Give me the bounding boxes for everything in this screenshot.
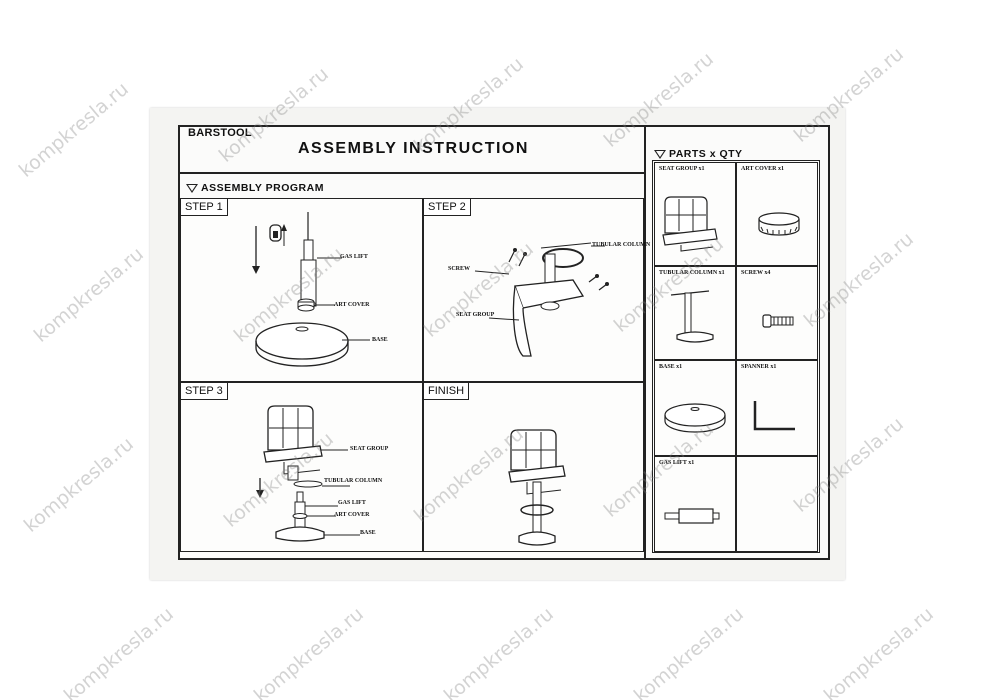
part-label: SPANNER x1 (741, 364, 777, 370)
seat-group-icon (662, 196, 718, 252)
column-divider (644, 125, 646, 560)
gas-lift-icon (664, 508, 720, 524)
part-cell-screw: SCREW x4 (736, 266, 818, 360)
finish-drawing (508, 429, 566, 546)
callout-gas-lift-1: GAS LIFT (340, 254, 368, 260)
part-cell-tubular-column: TUBULAR COLUMN x1 (654, 266, 736, 360)
callout-art-cover-3: ART COVER (334, 512, 370, 518)
watermark: kompkresla.ru (15, 78, 133, 182)
callout-base-1: BASE (372, 337, 388, 343)
watermark: kompkresla.ru (20, 433, 138, 537)
header-divider (178, 172, 644, 174)
step-2-label: STEP 2 (424, 199, 471, 216)
callout-screw-2: SCREW (448, 266, 471, 272)
art-cover-icon (758, 212, 800, 236)
step-2-drawing (474, 242, 609, 357)
screw-icon (762, 314, 794, 328)
part-label: SEAT GROUP x1 (659, 166, 705, 172)
part-label: ART COVER x1 (741, 166, 785, 172)
part-label: BASE x1 (659, 364, 683, 370)
base-icon (664, 403, 726, 433)
watermark: kompkresla.ru (30, 243, 148, 347)
watermark: kompkresla.ru (440, 603, 558, 700)
triangle-icon (654, 149, 666, 159)
watermark: kompkresla.ru (630, 603, 748, 700)
callout-gas-lift-3: GAS LIFT (338, 500, 366, 506)
brand-label: BARSTOOL (188, 127, 252, 139)
step-1-label: STEP 1 (181, 199, 228, 216)
watermark: kompkresla.ru (60, 603, 178, 700)
watermark: kompkresla.ru (250, 603, 368, 700)
callout-base-3: BASE (360, 530, 376, 536)
parts-grid (652, 160, 820, 553)
part-cell-empty (736, 456, 818, 552)
part-cell-seat-group: SEAT GROUP x1 (654, 162, 736, 266)
part-label: SCREW x4 (741, 270, 771, 276)
callout-seat-group-2: SEAT GROUP (456, 312, 495, 318)
assembly-program-heading: ASSEMBLY PROGRAM (186, 182, 324, 194)
part-cell-gas-lift: GAS LIFT x1 (654, 456, 736, 552)
triangle-icon (186, 183, 198, 193)
callout-art-cover-1: ART COVER (334, 302, 370, 308)
part-label: TUBULAR COLUMN x1 (659, 270, 725, 276)
page-title: ASSEMBLY INSTRUCTION (298, 140, 529, 157)
part-cell-art-cover: ART COVER x1 (736, 162, 818, 266)
watermark: kompkresla.ru (820, 603, 938, 700)
step-1-drawing (252, 212, 370, 367)
part-label: GAS LIFT x1 (659, 460, 695, 466)
callout-tubular-column-3: TUBULAR COLUMN (324, 478, 383, 484)
tubular-column-icon (670, 290, 714, 343)
part-cell-spanner: SPANNER x1 (736, 360, 818, 456)
assembly-program-label: ASSEMBLY PROGRAM (201, 182, 324, 194)
finish-label: FINISH (424, 383, 470, 400)
parts-label: PARTS x QTY (669, 148, 743, 160)
callout-seat-group-3: SEAT GROUP (350, 446, 389, 452)
step-3-label: STEP 3 (181, 383, 228, 400)
parts-heading: PARTS x QTY (654, 148, 743, 160)
part-cell-base: BASE x1 (654, 360, 736, 456)
step-3-drawing (256, 405, 360, 542)
spanner-icon (753, 401, 795, 431)
callout-tubular-column-2: TUBULAR COLUMN (592, 242, 651, 248)
